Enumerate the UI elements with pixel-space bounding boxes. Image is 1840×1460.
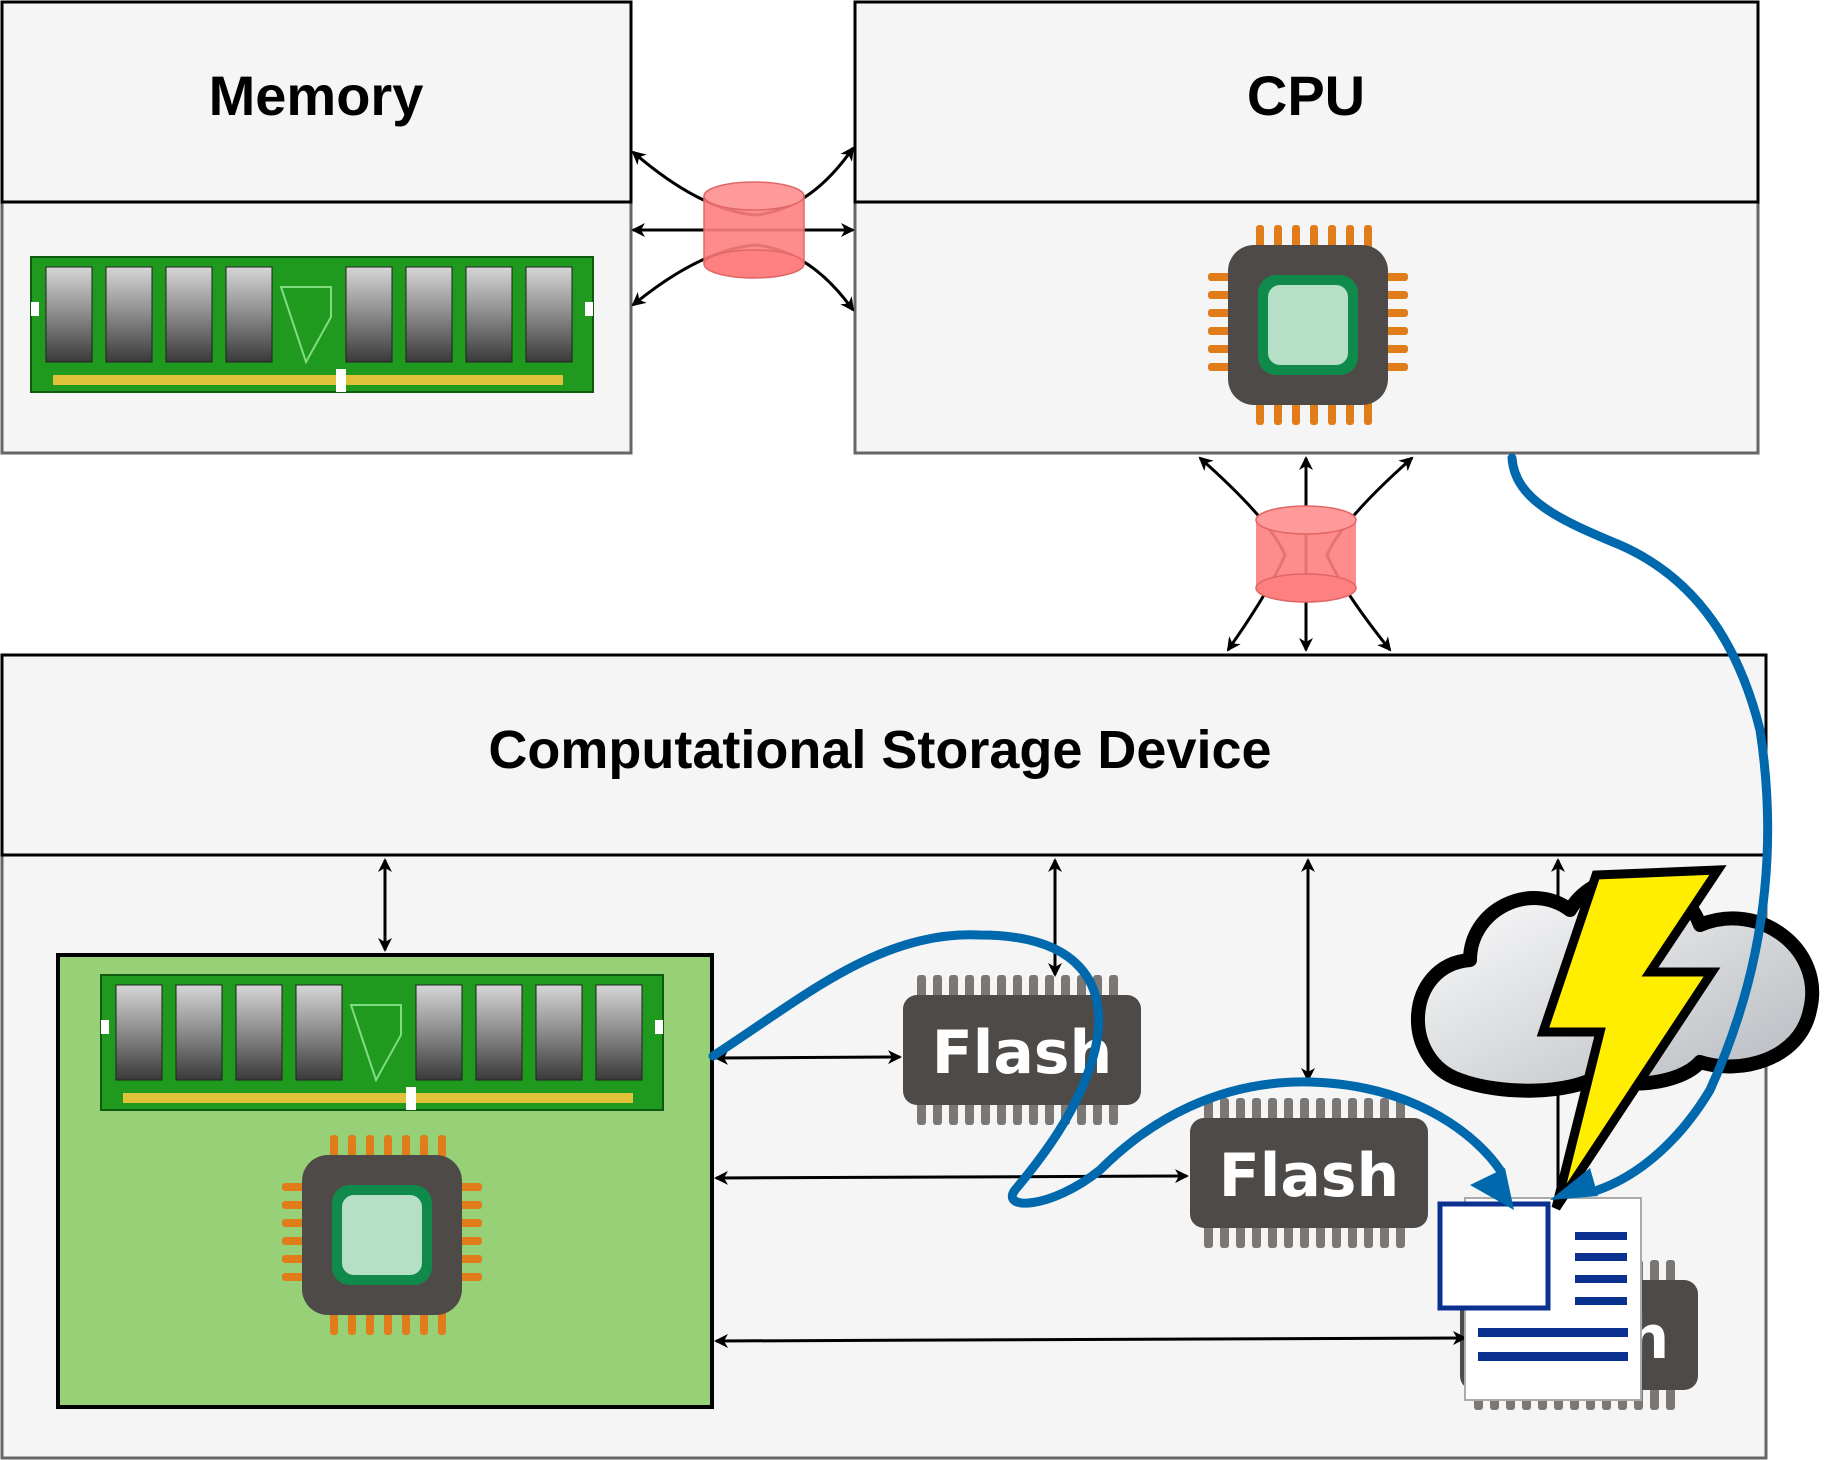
ram-module-icon — [30, 256, 594, 393]
data-flow-paths — [708, 453, 1773, 1208]
flash-chip-icon: Flash — [903, 975, 1141, 1125]
flash-label: Flash — [1219, 1141, 1399, 1211]
compute-panel — [56, 953, 714, 1409]
cpu-box: CPU — [853, 0, 1760, 455]
panel-flash-arrows — [714, 1050, 1467, 1348]
cpu-chip-icon — [1208, 225, 1408, 425]
data-flow-arrowheads — [1470, 1168, 1598, 1210]
cpu-chip-icon — [282, 1135, 482, 1335]
memory-label: Memory — [209, 64, 424, 127]
ram-module-icon — [100, 974, 664, 1111]
storm-cloud-lightning-icon — [1410, 865, 1819, 1211]
memory-box: Memory — [0, 0, 633, 455]
cpu-label: CPU — [1247, 64, 1365, 127]
document-icon — [1437, 1197, 1642, 1401]
interconnect-cylinder-icon — [1255, 505, 1357, 603]
flash-chip-icon: Flash — [1190, 1098, 1428, 1248]
csd-label: Computational Storage Device — [488, 720, 1271, 780]
interconnect-cylinder-icon — [703, 181, 805, 279]
